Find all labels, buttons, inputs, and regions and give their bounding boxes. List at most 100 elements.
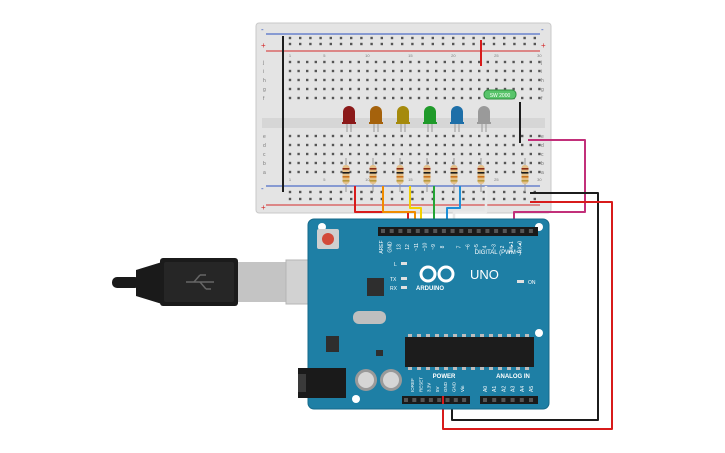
breadboard-hole[interactable] bbox=[288, 143, 292, 147]
breadboard-hole[interactable] bbox=[512, 87, 515, 91]
breadboard-hole[interactable] bbox=[512, 143, 515, 147]
breadboard-hole[interactable] bbox=[349, 152, 352, 156]
wire-black-gnd[interactable] bbox=[451, 192, 599, 421]
breadboard-hole[interactable] bbox=[383, 96, 386, 100]
rail-hole[interactable] bbox=[370, 36, 373, 40]
breadboard-hole[interactable] bbox=[366, 152, 369, 156]
rail-hole[interactable] bbox=[523, 197, 526, 201]
breadboard-hole[interactable] bbox=[349, 69, 352, 73]
breadboard-hole[interactable] bbox=[495, 60, 498, 64]
breadboard-hole[interactable] bbox=[435, 87, 438, 91]
breadboard-hole[interactable] bbox=[366, 134, 369, 138]
rail-hole[interactable] bbox=[299, 190, 302, 194]
rail-hole[interactable] bbox=[533, 36, 536, 40]
breadboard-hole[interactable] bbox=[400, 87, 403, 91]
breadboard-hole[interactable] bbox=[392, 134, 395, 138]
breadboard-hole[interactable] bbox=[323, 152, 326, 156]
wire-red-5v[interactable] bbox=[442, 201, 613, 430]
rail-hole[interactable] bbox=[482, 190, 485, 194]
breadboard-hole[interactable] bbox=[392, 152, 395, 156]
rail-hole[interactable] bbox=[390, 36, 394, 40]
breadboard-hole[interactable] bbox=[426, 134, 429, 138]
rail-hole[interactable] bbox=[462, 42, 465, 46]
breadboard-hole[interactable] bbox=[426, 143, 429, 147]
breadboard-hole[interactable] bbox=[297, 134, 300, 138]
breadboard-hole[interactable] bbox=[340, 170, 343, 174]
breadboard-hole[interactable] bbox=[297, 96, 300, 100]
breadboard-hole[interactable] bbox=[452, 87, 455, 91]
breadboard-hole[interactable] bbox=[486, 69, 489, 73]
digital-header-pin[interactable] bbox=[415, 229, 420, 233]
breadboard-hole[interactable] bbox=[331, 69, 335, 73]
breadboard-hole[interactable] bbox=[538, 87, 541, 91]
breadboard-hole[interactable] bbox=[357, 134, 360, 138]
rail-hole[interactable] bbox=[503, 197, 506, 201]
breadboard-hole[interactable] bbox=[469, 152, 472, 156]
power-header-pin[interactable] bbox=[428, 398, 433, 402]
breadboard-hole[interactable] bbox=[340, 87, 343, 91]
breadboard-hole[interactable] bbox=[374, 87, 378, 91]
breadboard-hole[interactable] bbox=[478, 161, 481, 165]
rail-hole[interactable] bbox=[370, 190, 373, 194]
breadboard-hole[interactable] bbox=[366, 143, 369, 147]
breadboard-hole[interactable] bbox=[503, 161, 507, 165]
breadboard-hole[interactable] bbox=[521, 161, 524, 165]
breadboard-hole[interactable] bbox=[426, 69, 429, 73]
wire-yellow-pin11[interactable] bbox=[409, 186, 422, 228]
breadboard-hole[interactable] bbox=[452, 78, 455, 82]
breadboard-hole[interactable] bbox=[374, 152, 378, 156]
rail-hole[interactable] bbox=[309, 197, 312, 201]
breadboard-hole[interactable] bbox=[400, 134, 403, 138]
switch-component[interactable]: SW 2000 bbox=[483, 89, 517, 100]
digital-header-pin[interactable] bbox=[520, 229, 525, 233]
breadboard-hole[interactable] bbox=[366, 69, 369, 73]
breadboard-hole[interactable] bbox=[452, 143, 455, 147]
resistor[interactable] bbox=[450, 158, 458, 192]
breadboard-hole[interactable] bbox=[340, 152, 343, 156]
breadboard-hole[interactable] bbox=[503, 78, 507, 82]
breadboard-hole[interactable] bbox=[366, 161, 369, 165]
breadboard-hole[interactable] bbox=[469, 170, 472, 174]
rail-hole[interactable] bbox=[411, 190, 414, 194]
breadboard-hole[interactable] bbox=[529, 152, 532, 156]
breadboard-hole[interactable] bbox=[357, 78, 360, 82]
breadboard-hole[interactable] bbox=[529, 69, 532, 73]
breadboard-hole[interactable] bbox=[323, 96, 326, 100]
breadboard-hole[interactable] bbox=[409, 87, 412, 91]
rail-hole[interactable] bbox=[299, 36, 302, 40]
rail-hole[interactable] bbox=[482, 36, 485, 40]
rail-hole[interactable] bbox=[503, 36, 506, 40]
breadboard-hole[interactable] bbox=[495, 170, 498, 174]
rail-hole[interactable] bbox=[288, 36, 292, 40]
breadboard-hole[interactable] bbox=[521, 69, 524, 73]
digital-header-pin[interactable] bbox=[424, 229, 429, 233]
rail-hole[interactable] bbox=[390, 42, 394, 46]
breadboard-hole[interactable] bbox=[503, 152, 507, 156]
breadboard-hole[interactable] bbox=[357, 60, 360, 64]
breadboard-hole[interactable] bbox=[426, 161, 429, 165]
breadboard-hole[interactable] bbox=[478, 87, 481, 91]
breadboard-hole[interactable] bbox=[314, 78, 317, 82]
breadboard-hole[interactable] bbox=[374, 134, 378, 138]
breadboard-hole[interactable] bbox=[409, 152, 412, 156]
breadboard-hole[interactable] bbox=[478, 152, 481, 156]
breadboard-hole[interactable] bbox=[288, 161, 292, 165]
resistor[interactable] bbox=[369, 158, 377, 192]
breadboard-hole[interactable] bbox=[512, 60, 515, 64]
breadboard-hole[interactable] bbox=[478, 96, 481, 100]
breadboard-hole[interactable] bbox=[297, 60, 300, 64]
breadboard-hole[interactable] bbox=[297, 143, 300, 147]
breadboard-hole[interactable] bbox=[349, 143, 352, 147]
breadboard-hole[interactable] bbox=[452, 60, 455, 64]
rail-hole[interactable] bbox=[350, 36, 353, 40]
usb-cable[interactable] bbox=[112, 258, 327, 306]
breadboard-hole[interactable] bbox=[469, 78, 472, 82]
breadboard-hole[interactable] bbox=[529, 161, 532, 165]
breadboard-hole[interactable] bbox=[400, 69, 403, 73]
breadboard-hole[interactable] bbox=[340, 96, 343, 100]
resistor[interactable] bbox=[477, 158, 485, 192]
power-header-pin[interactable] bbox=[453, 398, 458, 402]
rail-hole[interactable] bbox=[288, 190, 292, 194]
breadboard-hole[interactable] bbox=[400, 60, 403, 64]
